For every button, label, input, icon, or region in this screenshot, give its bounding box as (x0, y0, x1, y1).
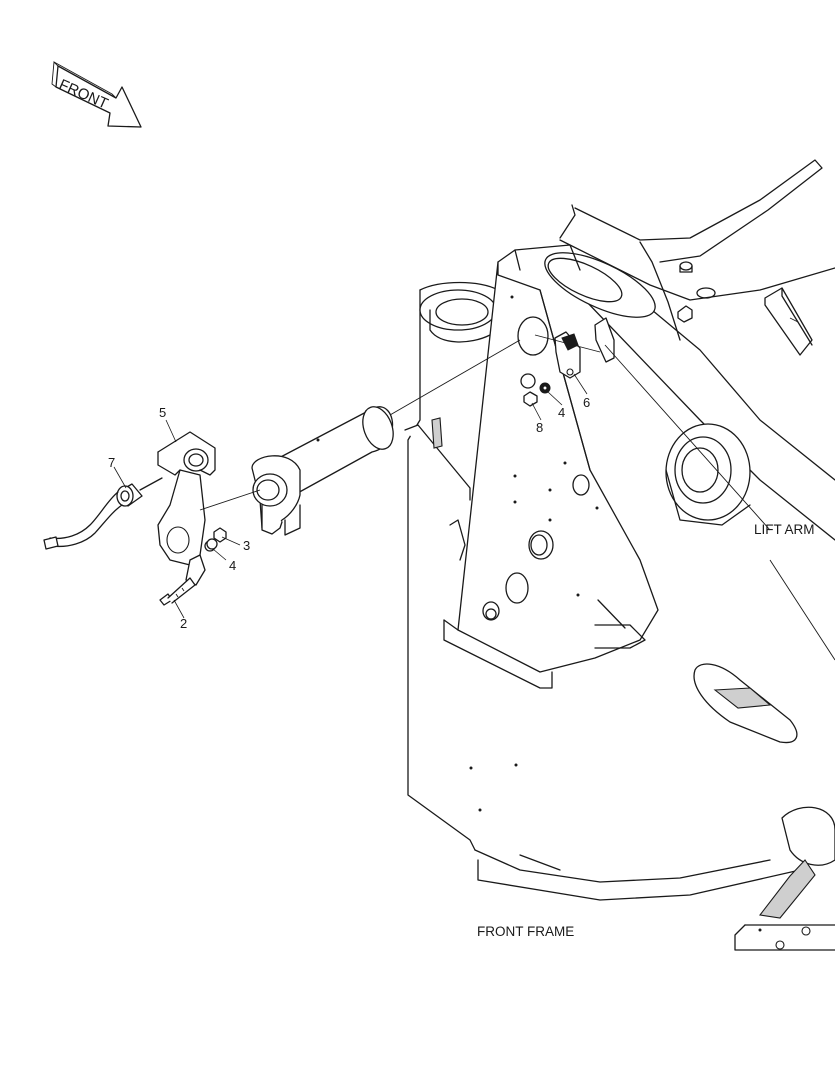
assembly-lines (199, 334, 835, 661)
callout-4b: 4 (558, 405, 565, 420)
hardware-bolt-2 (159, 577, 196, 606)
callout-7: 7 (108, 455, 115, 470)
callout-6: 6 (583, 395, 590, 410)
front-frame-label: FRONT FRAME (477, 924, 574, 939)
hardware-nut-3 (213, 527, 227, 543)
callouts: 5 7 3 4 2 6 4 8 (108, 395, 590, 631)
callout-3: 3 (243, 538, 250, 553)
hardware-washer-4 (204, 538, 218, 552)
callout-8: 8 (536, 420, 543, 435)
proximity-sensor (43, 477, 163, 550)
lift-arm-label: LIFT ARM (754, 522, 815, 537)
hardware-washer-4b (539, 382, 551, 394)
front-direction-arrow: FRONT (51, 61, 142, 128)
pivot-pin (251, 406, 394, 536)
callout-5: 5 (159, 405, 166, 420)
hardware-plate-6 (554, 317, 615, 379)
front-arrow-icon (55, 65, 142, 128)
front-frame (404, 244, 835, 951)
callout-4a: 4 (229, 558, 236, 573)
sensor-bracket (157, 431, 216, 586)
lift-arm (544, 159, 835, 541)
leader-lines (113, 373, 588, 619)
hardware-bolt-8 (523, 391, 538, 407)
component-labels: LIFT ARM FRONT FRAME (477, 522, 815, 939)
callout-2: 2 (180, 616, 187, 631)
